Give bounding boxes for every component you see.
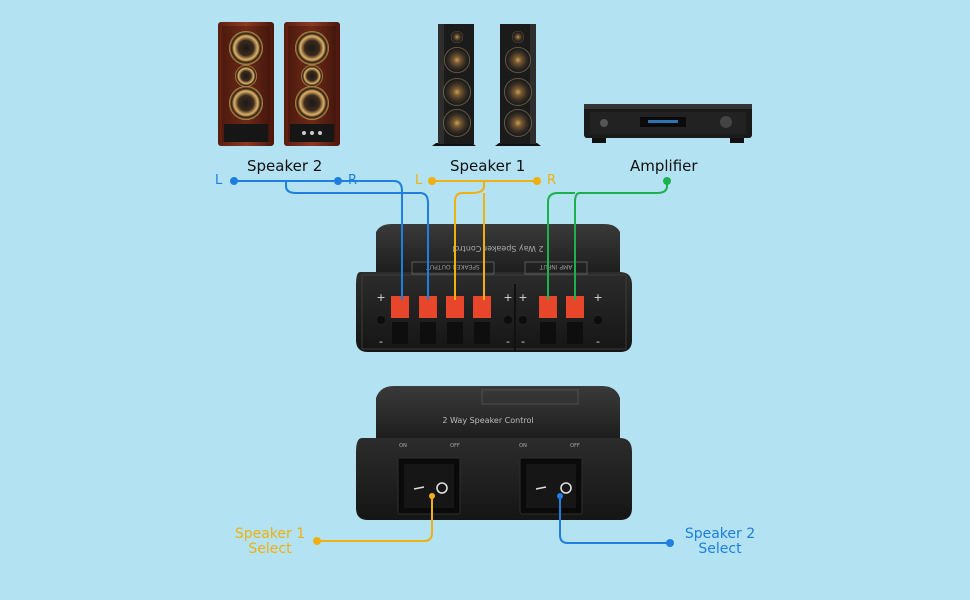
speaker-1-select-wire — [317, 496, 433, 542]
top-box-output-text: SPEAKER OUTPUT — [426, 263, 480, 270]
speaker-2-left-dot — [230, 177, 238, 185]
amplifier-label: Amplifier — [630, 157, 698, 175]
plus-mark: + — [503, 291, 512, 304]
minus-mark: - — [379, 335, 383, 348]
speaker-1-left-dot — [428, 177, 436, 185]
speaker-output-terminals — [391, 296, 491, 344]
top-box-input-text: AMP INPUT — [539, 263, 572, 270]
speaker-1-rocker-switch[interactable] — [397, 457, 461, 515]
amp-wire-c — [547, 192, 575, 300]
minus-mark: - — [506, 335, 510, 348]
speaker-1-left-tower — [432, 24, 476, 146]
speaker-1-switch-dot — [429, 493, 435, 499]
speaker-1-right-tower — [495, 24, 541, 146]
speaker-1-label: Speaker 1 — [450, 157, 526, 175]
speaker-2-rocker-switch[interactable] — [519, 457, 583, 515]
speaker-2-right-label: R — [348, 173, 358, 188]
plus-mark: + — [593, 291, 602, 304]
speaker-1-image — [432, 24, 541, 146]
speaker-2-select-wire — [559, 496, 670, 544]
on-mark: ON — [519, 443, 527, 449]
off-mark: OFF — [570, 443, 580, 449]
amplifier-image — [584, 104, 752, 143]
speaker-2-left-cabinet — [218, 22, 274, 146]
switch-box-top-view: 2 Way Speaker Control SPEAKER OUTPUT AMP… — [356, 224, 632, 352]
front-box-title-text: 2 Way Speaker Control — [442, 416, 533, 425]
speaker-1-wire-drop-a — [454, 181, 485, 300]
speaker-1-select-line1: Speaker 1 — [234, 526, 306, 542]
speaker-2-right-wire — [285, 181, 429, 300]
speaker-2-left-label: L — [215, 173, 223, 188]
speaker-1-left-label: L — [415, 173, 423, 188]
speaker-1-select-dot — [313, 537, 321, 545]
top-box-title-text: 2 Way Speaker Control — [452, 244, 543, 253]
switch-box-front-view: 2 Way Speaker Control ON OFF ON OFF — [356, 386, 632, 520]
speaker-2-image — [218, 22, 340, 146]
speaker-2-select-line1: Speaker 2 — [684, 526, 756, 542]
speaker-2-select-label: Speaker 2 Select — [678, 527, 762, 557]
plus-mark: + — [518, 291, 527, 304]
amp-input-terminals — [539, 296, 584, 344]
speaker-2-left-wire — [234, 180, 403, 300]
speaker-1-select-label: Speaker 1 Select — [228, 527, 312, 557]
speaker-2-label: Speaker 2 — [247, 157, 323, 175]
minus-mark: - — [596, 335, 600, 348]
speaker-1-right-label: R — [547, 173, 557, 188]
speaker-1-right-dot — [533, 177, 541, 185]
on-mark: ON — [399, 443, 407, 449]
amp-wire-a — [574, 181, 668, 300]
off-mark: OFF — [450, 443, 460, 449]
plus-mark: + — [376, 291, 385, 304]
speaker-2-right-cabinet — [284, 22, 340, 146]
speaker-2-switch-dot — [557, 493, 563, 499]
speaker-2-select-line2: Select — [698, 541, 742, 557]
minus-mark: - — [521, 335, 525, 348]
speaker-1-select-line2: Select — [248, 541, 292, 557]
speaker-2-select-dot — [666, 539, 674, 547]
amplifier-dot — [663, 177, 671, 185]
